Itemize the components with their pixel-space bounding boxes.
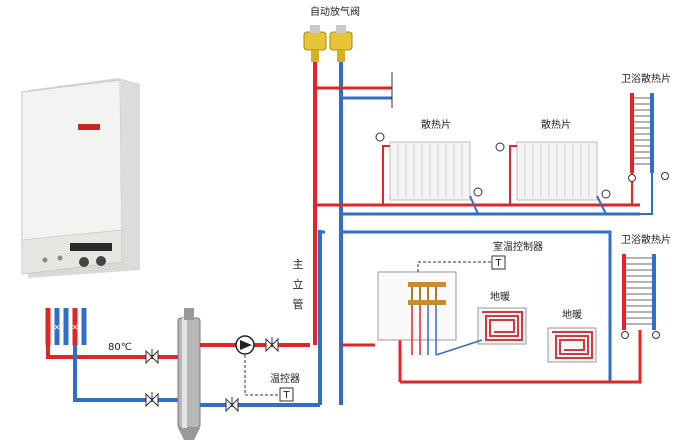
boiler-supply-pipe bbox=[46, 345, 185, 359]
boiler-logo bbox=[78, 124, 100, 130]
svg-text:✕: ✕ bbox=[72, 323, 79, 332]
return-valve-boiler[interactable] bbox=[145, 392, 159, 408]
floor-heating-coil-1 bbox=[435, 307, 527, 356]
floor-heating-coil-2 bbox=[547, 327, 597, 363]
auto-vent-valve-label: 自动放气阀 bbox=[310, 5, 360, 18]
bathroom-radiator-bottom-label: 卫浴散热片 bbox=[621, 233, 671, 246]
temp-controller[interactable]: T bbox=[244, 355, 294, 402]
lower-return-loop bbox=[341, 230, 612, 382]
room-thermostat-label: 室温控制器 bbox=[493, 240, 543, 253]
main-riser-label-1: 主 bbox=[293, 258, 304, 271]
main-riser-label-3: 管 bbox=[293, 297, 304, 311]
room-thermostat-symbol: T bbox=[494, 258, 502, 269]
supply-valve-pump[interactable] bbox=[265, 337, 279, 353]
wall-boiler bbox=[21, 78, 140, 278]
circulation-pump[interactable] bbox=[235, 335, 255, 355]
supply-valve-boiler[interactable] bbox=[145, 349, 159, 365]
radiator-2 bbox=[495, 141, 611, 215]
main-riser-label-2: 立 bbox=[293, 277, 304, 291]
room-thermostat[interactable]: T bbox=[417, 255, 506, 272]
temp-controller-symbol: T bbox=[282, 390, 290, 401]
boiler-knob-right[interactable] bbox=[96, 256, 106, 266]
temp-controller-label: 温控器 bbox=[270, 372, 300, 385]
radiator-1-label: 散热片 bbox=[421, 118, 451, 131]
floor-heating-1-label: 地暖 bbox=[490, 290, 510, 303]
supply-temperature-label: 80℃ bbox=[108, 342, 132, 353]
auto-vent-valve-left[interactable] bbox=[303, 25, 327, 62]
boiler-knob-left[interactable] bbox=[79, 257, 89, 267]
boiler-pipe-stubs: ✕ ✕ bbox=[45, 308, 87, 345]
radiator-2-label: 散热片 bbox=[541, 118, 571, 131]
auto-vent-valve-right[interactable] bbox=[329, 25, 353, 62]
bathroom-radiator-top bbox=[628, 93, 669, 215]
boiler-return-pipe bbox=[73, 345, 185, 402]
bathroom-radiator-bottom bbox=[621, 254, 660, 339]
return-valve-separator[interactable] bbox=[225, 397, 239, 413]
boiler-display bbox=[70, 243, 112, 251]
radiator-1 bbox=[375, 132, 483, 215]
bathroom-radiator-top-label: 卫浴散热片 bbox=[621, 72, 671, 85]
floor-heating-manifold bbox=[377, 271, 457, 355]
floor-heating-2-label: 地暖 bbox=[562, 308, 582, 321]
hydraulic-separator bbox=[177, 308, 201, 440]
svg-text:✕: ✕ bbox=[54, 323, 61, 332]
lower-supply-loop bbox=[400, 330, 642, 384]
